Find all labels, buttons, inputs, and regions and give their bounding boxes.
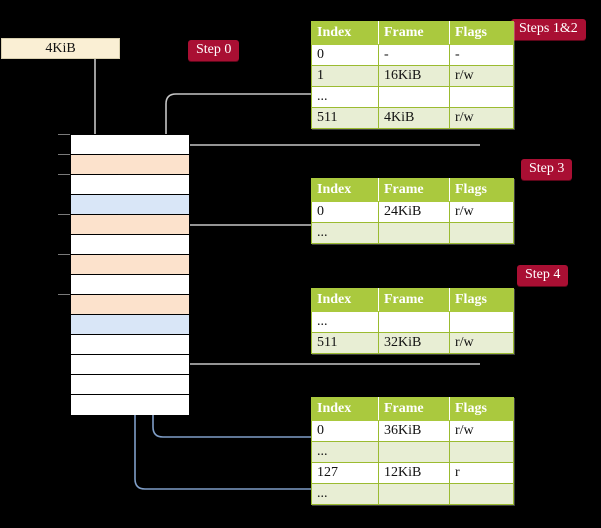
cell-index: 1	[311, 65, 379, 87]
cell-flags: r/w	[449, 65, 514, 87]
column-header-flags: Flags	[449, 288, 514, 312]
cell-index: 511	[311, 332, 379, 354]
cell-flags	[449, 86, 514, 108]
table-row: ...	[311, 311, 514, 333]
memory-frame-row	[71, 255, 189, 275]
memory-tick-mark	[58, 134, 70, 135]
cell-frame	[378, 86, 450, 108]
cell-flags: r/w	[449, 420, 514, 442]
column-header-frame: Frame	[378, 178, 450, 202]
cell-index: 127	[311, 462, 379, 484]
cell-index: ...	[311, 483, 379, 505]
cell-index: 0	[311, 420, 379, 442]
cell-frame	[378, 311, 450, 333]
table-row: 0--	[311, 44, 514, 66]
column-header-index: Index	[311, 178, 379, 202]
memory-frame-row	[71, 135, 189, 155]
column-header-index: Index	[311, 21, 379, 45]
cell-frame	[378, 441, 450, 463]
cell-frame: 16KiB	[378, 65, 450, 87]
source-frame-box: 4KiB	[1, 38, 120, 59]
cell-flags: r/w	[449, 107, 514, 129]
memory-tick-mark	[58, 174, 70, 175]
badge-step-4: Step 4	[517, 265, 569, 286]
memory-frame-row	[71, 195, 189, 215]
cell-frame	[378, 483, 450, 505]
cell-flags	[449, 311, 514, 333]
memory-frame-row	[71, 335, 189, 355]
cell-flags: r/w	[449, 201, 514, 223]
memory-frame-row	[71, 155, 189, 175]
memory-tick-mark	[58, 294, 70, 295]
column-header-flags: Flags	[449, 397, 514, 421]
memory-frame-row	[71, 215, 189, 235]
column-header-frame: Frame	[378, 288, 450, 312]
memory-frame-row	[71, 235, 189, 255]
cell-frame: 36KiB	[378, 420, 450, 442]
cell-flags: r	[449, 462, 514, 484]
column-header-frame: Frame	[378, 21, 450, 45]
cell-frame: 24KiB	[378, 201, 450, 223]
cell-index: 511	[311, 107, 379, 129]
table-row: ...	[311, 86, 514, 108]
column-header-flags: Flags	[449, 21, 514, 45]
badge-steps-1-2: Steps 1&2	[511, 19, 586, 40]
cell-frame	[378, 222, 450, 244]
cell-index: ...	[311, 441, 379, 463]
cell-index: ...	[311, 311, 379, 333]
table-row: ...	[311, 222, 514, 244]
cell-flags	[449, 222, 514, 244]
memory-frame-row	[71, 175, 189, 195]
column-header-flags: Flags	[449, 178, 514, 202]
memory-tick-mark	[58, 154, 70, 155]
memory-frame-row	[71, 395, 189, 415]
table-row: ...	[311, 441, 514, 463]
cell-index: 0	[311, 44, 379, 66]
column-header-index: Index	[311, 397, 379, 421]
memory-frame-row	[71, 375, 189, 395]
column-header-frame: Frame	[378, 397, 450, 421]
cell-flags	[449, 483, 514, 505]
cell-index: ...	[311, 86, 379, 108]
cell-frame: 4KiB	[378, 107, 450, 129]
cell-flags: r/w	[449, 332, 514, 354]
cell-flags: -	[449, 44, 514, 66]
cell-frame: 12KiB	[378, 462, 450, 484]
badge-step-0: Step 0	[188, 40, 240, 61]
cell-index: ...	[311, 222, 379, 244]
cell-index: 0	[311, 201, 379, 223]
memory-frame-row	[71, 315, 189, 335]
cell-frame: -	[378, 44, 450, 66]
source-frame-label: 4KiB	[45, 40, 76, 56]
cell-flags	[449, 441, 514, 463]
memory-frame-row	[71, 275, 189, 295]
table-row: ...	[311, 483, 514, 505]
memory-tick-mark	[58, 214, 70, 215]
memory-frame-row	[71, 355, 189, 375]
memory-frame-row	[71, 295, 189, 315]
cell-frame: 32KiB	[378, 332, 450, 354]
memory-tick-mark	[58, 254, 70, 255]
physical-memory-column	[70, 134, 190, 415]
column-header-index: Index	[311, 288, 379, 312]
badge-step-3: Step 3	[521, 159, 573, 180]
